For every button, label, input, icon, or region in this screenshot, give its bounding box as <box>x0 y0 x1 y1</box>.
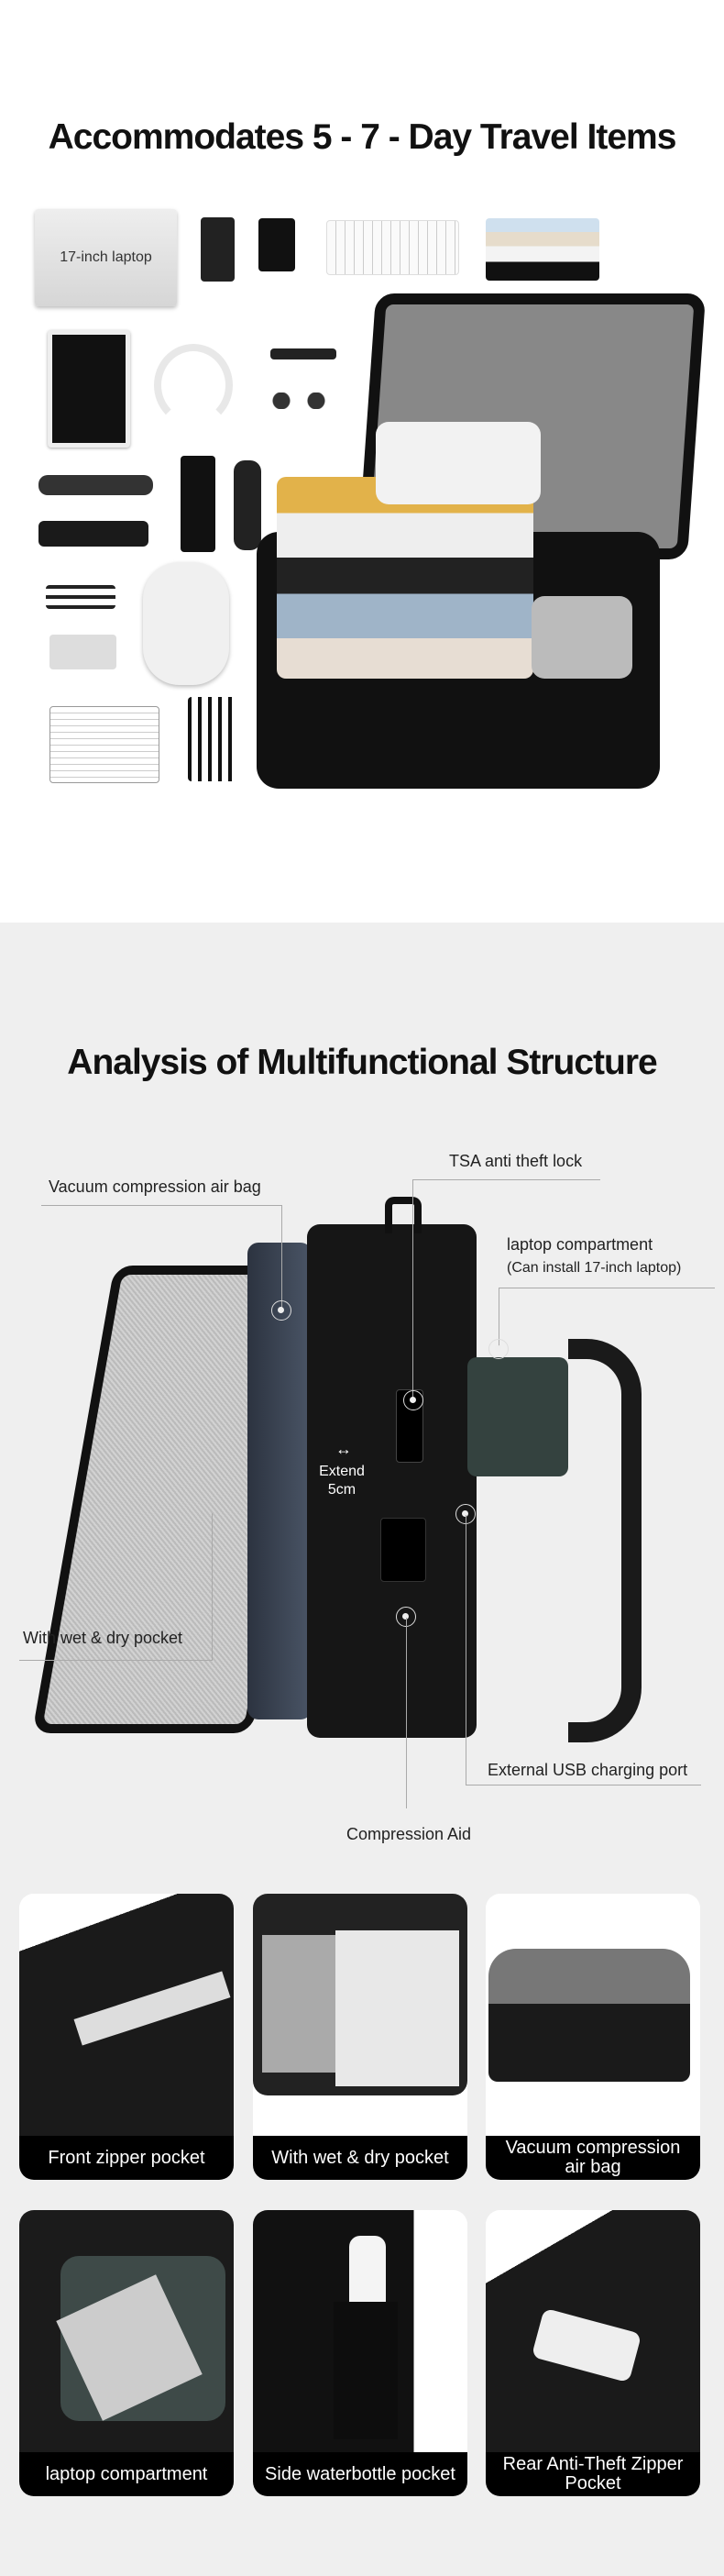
callout-compression-aid: Compression Aid <box>346 1825 472 1843</box>
laptop-image: 17-inch laptop <box>35 209 177 306</box>
power-bank-image <box>49 635 116 669</box>
callout-laptop-note: (Can install 17-inch laptop) <box>507 1260 682 1276</box>
feature-card-wet-dry: With wet & dry pocket <box>253 1894 467 2180</box>
feature-card-waterbottle: Side waterbottle pocket <box>253 2210 467 2496</box>
folded-clothes-image <box>486 218 599 281</box>
laptop-label: 17-inch laptop <box>60 249 152 265</box>
feature-label: Vacuum compression air bag <box>486 2136 700 2180</box>
hard-drive-image <box>258 218 295 271</box>
watch-image <box>270 348 336 359</box>
pens-image <box>46 585 115 609</box>
backpack-side-view-image <box>32 1197 697 1779</box>
feature-label: Front zipper pocket <box>19 2136 234 2180</box>
callout-laptop-compartment: laptop compartment <box>507 1235 653 1254</box>
callout-wet-dry-pocket: With wet & dry pocket <box>23 1629 183 1647</box>
feature-card-front-zipper: Front zipper pocket <box>19 1894 234 2180</box>
extend-label: Extend <box>319 1464 365 1479</box>
extend-size: 5cm <box>327 1482 357 1498</box>
section-title-travel-items: Accommodates 5 - 7 - Day Travel Items <box>48 117 677 157</box>
pencils-image <box>188 697 238 781</box>
feature-label: Rear Anti-Theft Zipper Pocket <box>486 2452 700 2496</box>
section-title-structure: Analysis of Multifunctional Structure <box>67 1043 657 1082</box>
callout-usb-port: External USB charging port <box>488 1761 688 1779</box>
callout-tsa-lock: TSA anti theft lock <box>449 1152 583 1170</box>
feature-card-rear-anti-theft: Rear Anti-Theft Zipper Pocket <box>486 2210 700 2496</box>
headphones-image <box>154 344 233 426</box>
tube-image <box>181 456 215 552</box>
feature-card-vacuum-bag: Vacuum compression air bag <box>486 1894 700 2180</box>
sunglasses-image <box>264 392 334 409</box>
feature-label: laptop compartment <box>19 2452 234 2496</box>
umbrella-image <box>38 475 153 495</box>
tablet-image <box>48 330 130 448</box>
open-backpack-image <box>257 293 707 844</box>
thermos-image <box>38 521 148 547</box>
notebook-image <box>49 706 159 783</box>
shaver-image <box>234 460 261 550</box>
feature-card-laptop-compartment: laptop compartment <box>19 2210 234 2496</box>
callout-vacuum-air-bag: Vacuum compression air bag <box>49 1177 261 1196</box>
phone-image <box>201 217 235 282</box>
feature-label: Side waterbottle pocket <box>253 2452 467 2496</box>
keyboard-image <box>326 220 459 275</box>
sneakers-image <box>143 562 229 685</box>
feature-label: With wet & dry pocket <box>253 2136 467 2180</box>
